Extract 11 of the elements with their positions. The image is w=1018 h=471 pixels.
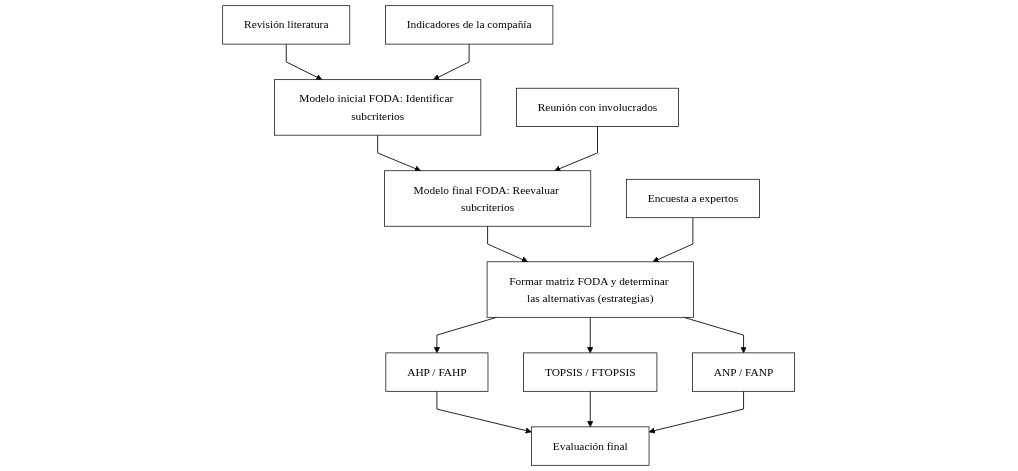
node-box: AHP / FAHP — [385, 352, 489, 392]
node-box: Evaluación final — [531, 426, 650, 466]
node-box: Modelo inicial FODA: Identificar subcriterios — [274, 79, 482, 136]
node-box: ANP / FANP — [692, 352, 796, 392]
node-box: Indicadores de la compañía — [385, 5, 554, 45]
node-box: Reunión con involucrados — [516, 87, 680, 127]
node-box: Modelo final FODA: Reevaluar subcriterios — [384, 170, 592, 227]
node-box: TOPSIS / FTOPSIS — [523, 352, 658, 392]
node-box: Revisión literatura — [222, 5, 351, 45]
node-box: Formar matriz FODA y determinar las alternativas (estrategias) — [487, 261, 695, 318]
node-box: Encuesta a expertos — [626, 178, 761, 219]
